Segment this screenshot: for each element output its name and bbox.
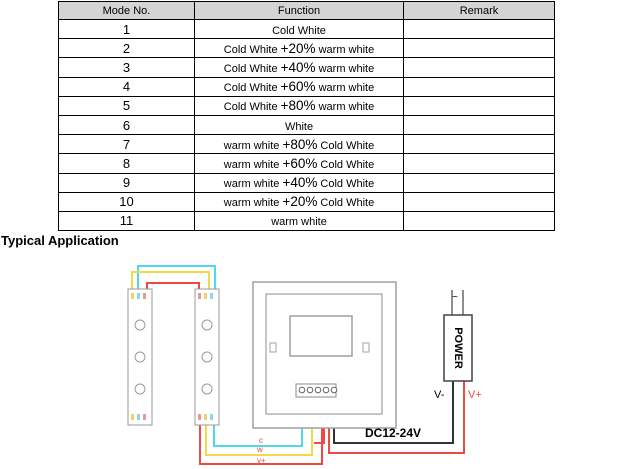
function-primary: warm white — [223, 158, 280, 171]
function-primary: warm white — [223, 197, 280, 210]
function-primary: Cold White — [223, 101, 278, 114]
function-secondary: Cold White — [320, 178, 375, 191]
function-secondary: Cold White — [320, 197, 375, 210]
controller-panel — [252, 281, 397, 429]
function-primary: warm white — [223, 178, 280, 191]
function-secondary: Cold White — [320, 139, 375, 152]
wire-label-vplus: v+ — [257, 456, 266, 465]
function-cell: Cold White +60% warm white — [194, 76, 404, 97]
vplus-label: V+ — [468, 389, 482, 401]
mode-number-cell: 11 — [58, 210, 195, 232]
function-percent: +80% — [280, 98, 316, 114]
red-wire-bottom — [199, 397, 323, 465]
header-function: Function — [194, 1, 404, 20]
led-1 — [134, 319, 146, 331]
function-cell: warm white +60% Cold White — [194, 153, 404, 174]
function-cell: warm white +20% Cold White — [194, 191, 404, 212]
function-percent: +40% — [282, 175, 318, 191]
function-primary: White — [284, 120, 314, 133]
function-primary: Cold White — [223, 43, 278, 56]
function-percent: +60% — [282, 155, 318, 171]
function-cell: Cold White +20% warm white — [194, 38, 404, 59]
function-cell: warm white +40% Cold White — [194, 172, 404, 193]
function-primary: Cold White — [223, 82, 278, 95]
section-title-typical-application: Typical Application — [1, 233, 119, 248]
led-2 — [134, 351, 146, 363]
table-header-row: Mode No. Function Remark — [58, 1, 555, 20]
function-primary: warm white — [271, 216, 327, 229]
function-cell: warm white +80% Cold White — [194, 134, 404, 155]
vminus-label: V- — [434, 389, 445, 401]
power-supply: POWER ~ — [443, 290, 473, 382]
remark-cell — [403, 210, 555, 232]
function-percent: +60% — [280, 79, 316, 95]
function-secondary: Cold White — [320, 158, 375, 171]
led-3 — [134, 383, 146, 395]
voltage-label: DC12-24V — [365, 426, 421, 440]
function-cell: Cold White +40% warm white — [194, 57, 404, 78]
function-secondary: warm white — [318, 82, 375, 95]
function-percent: +40% — [280, 59, 316, 75]
table-row: 11 warm white — [58, 210, 555, 232]
function-cell: warm white — [194, 210, 404, 232]
led-strip-left — [127, 288, 153, 426]
header-remark: Remark — [403, 1, 555, 20]
header-mode-no: Mode No. — [58, 1, 195, 20]
wire-label-w: w — [256, 445, 263, 454]
function-percent: +80% — [282, 136, 318, 152]
function-primary: Cold White — [223, 62, 278, 75]
red-wire-top — [146, 282, 200, 289]
wire-label-c: c — [259, 436, 263, 445]
yellow-wire-top — [131, 271, 210, 289]
function-primary: warm white — [223, 139, 280, 152]
led-6 — [201, 383, 213, 395]
function-primary: Cold White — [272, 24, 326, 37]
controller-terminal-block — [295, 383, 338, 398]
led-5 — [201, 351, 213, 363]
cyan-wire-top — [137, 265, 216, 289]
function-percent: +20% — [280, 40, 316, 56]
function-secondary: warm white — [318, 101, 375, 114]
controller-display — [289, 315, 353, 357]
led-4 — [201, 319, 213, 331]
led-strip-right — [194, 288, 220, 426]
function-secondary: warm white — [318, 43, 375, 56]
function-percent: +20% — [282, 194, 318, 210]
power-minus-mark: ~ — [452, 292, 458, 303]
power-label: POWER — [452, 327, 464, 369]
function-secondary: warm white — [318, 62, 375, 75]
